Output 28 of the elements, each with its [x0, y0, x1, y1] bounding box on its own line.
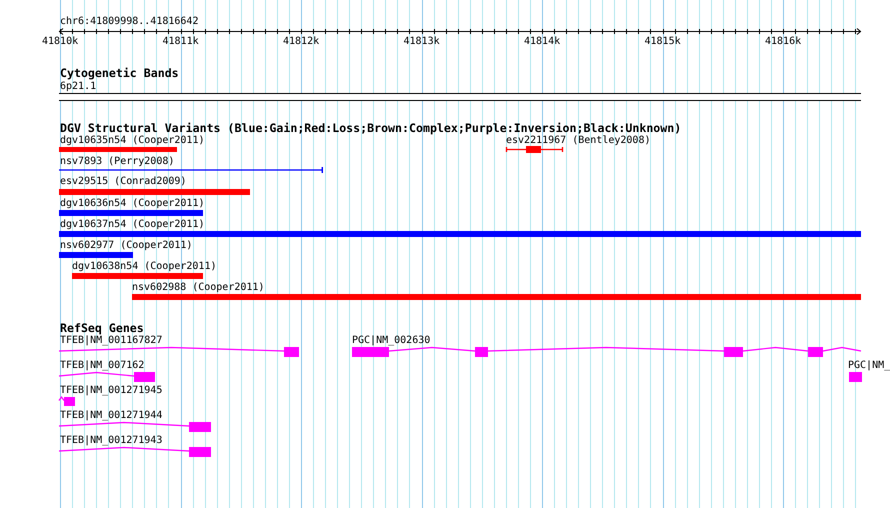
gene-label: TFEB|NM_001271944 — [60, 410, 162, 420]
track-heading: DGV Structural Variants (Blue:Gain;Red:Loss;Brown:Complex;Purple:Inversion;Black:Unknown) — [60, 122, 682, 134]
variant-label: dgv10638n54 (Cooper2011) — [72, 260, 216, 272]
tick-label: 41816k — [765, 36, 802, 47]
coordinate-label: chr6:41809998..41816642 — [60, 16, 198, 26]
gene-label: TFEB|NM_001271945 — [60, 384, 162, 396]
tick-label: 41812k — [283, 36, 320, 47]
tick-label: 41813k — [404, 36, 440, 47]
tick-label: 41814k — [524, 36, 560, 47]
gene-label: TFEB|NM_007162 — [60, 360, 144, 370]
variant-label: nsv7893 (Perry2008) — [60, 156, 174, 166]
gene-label: PGC|NM_002630 — [352, 334, 430, 346]
variant-label: esv2211967 (Bentley2008) — [506, 134, 650, 146]
gene-label: TFEB|NM_001271943 — [60, 434, 162, 446]
gene-label: PGC|NM_ — [848, 360, 890, 370]
variant-label: dgv10636n54 (Cooper2011) — [60, 198, 204, 208]
track-heading: RefSeq Genes — [60, 322, 144, 334]
tick-label: 41810k — [42, 36, 78, 47]
gene-label: TFEB|NM_001167827 — [60, 334, 162, 346]
variant-label: dgv10637n54 (Cooper2011) — [60, 218, 204, 230]
variant-label: esv29515 (Conrad2009) — [60, 176, 186, 187]
tick-label: 41815k — [644, 36, 681, 47]
tick-label: 41811k — [162, 36, 199, 47]
band-label: 6p21.1 — [60, 80, 96, 92]
variant-label: dgv10635n54 (Cooper2011) — [60, 134, 204, 146]
variant-label: nsv602977 (Cooper2011) — [60, 240, 192, 250]
track-heading: Cytogenetic Bands — [60, 66, 179, 80]
variant-label: nsv602988 (Cooper2011) — [132, 282, 264, 293]
